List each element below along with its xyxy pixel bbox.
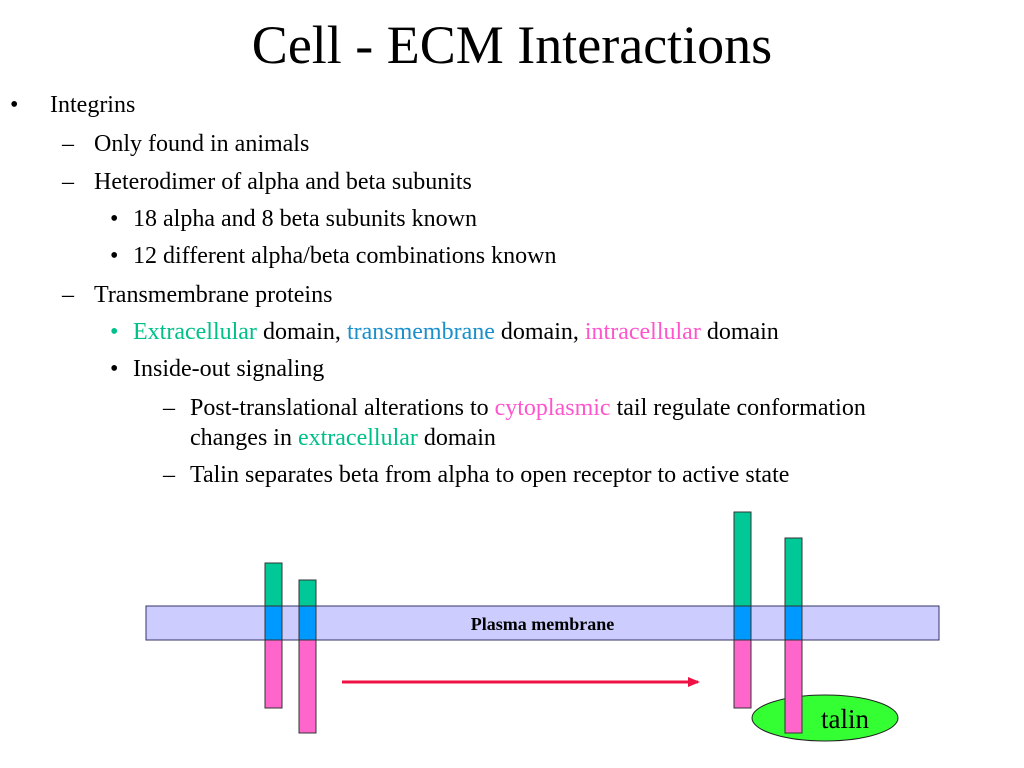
- text-domain: domain,: [494, 319, 585, 345]
- bullet-marker: •: [110, 243, 119, 269]
- term-transmembrane: transmembrane: [346, 319, 495, 345]
- integrin-left-a-intracellular: [264, 639, 283, 709]
- bullet-marker: •: [110, 206, 119, 232]
- integrin-right-a-extracellular: [733, 511, 752, 607]
- bullet-integrins: Integrins: [50, 92, 136, 118]
- bullet-only-animals: Only found in animals: [94, 131, 310, 157]
- bullet-marker: •: [10, 92, 19, 118]
- bullet-post-translational-1: Post-translational alterations to cytopl…: [190, 394, 866, 422]
- term-extracellular: Extracellular: [133, 319, 257, 345]
- dash-marker: –: [62, 131, 74, 157]
- text-domain: domain,: [256, 319, 347, 345]
- integrin-right-b-extracellular: [784, 537, 803, 607]
- bullet-subunits-known: 18 alpha and 8 beta subunits known: [133, 206, 477, 232]
- text-part: tail regulate conformation: [610, 395, 866, 421]
- plasma-membrane-label: Plasma membrane: [470, 614, 615, 634]
- bullet-transmembrane-proteins: Transmembrane proteins: [94, 282, 333, 308]
- bullet-inside-out: Inside-out signaling: [133, 356, 325, 382]
- text-part: Post-translational alterations to: [190, 395, 495, 421]
- text-domain: domain: [700, 319, 779, 345]
- dash-marker: –: [163, 395, 175, 421]
- bullet-heterodimer: Heterodimer of alpha and beta subunits: [94, 169, 472, 195]
- term-extracellular: extracellular: [297, 425, 418, 451]
- slide-title: Cell - ECM Interactions: [251, 15, 773, 75]
- integrin-left-a-extracellular: [264, 562, 283, 607]
- text-part: changes in: [190, 425, 298, 451]
- bullet-combinations: 12 different alpha/beta combinations kno…: [133, 243, 557, 269]
- term-cytoplasmic: cytoplasmic: [494, 395, 611, 421]
- bullet-domains: Extracellular domain, transmembrane doma…: [133, 318, 779, 346]
- integrin-left-b-intracellular: [298, 639, 317, 734]
- integrin-left-b-extracellular: [298, 579, 317, 607]
- bullet-marker: •: [110, 319, 119, 345]
- dash-marker: –: [163, 462, 175, 488]
- talin-label: talin: [821, 704, 869, 734]
- bullet-talin-separates: Talin separates beta from alpha to open …: [190, 462, 790, 488]
- integrin-right-b-intracellular: [784, 639, 803, 734]
- bullet-marker: •: [110, 356, 119, 382]
- text-part: domain: [417, 425, 496, 451]
- dash-marker: –: [62, 169, 74, 195]
- dash-marker: –: [62, 282, 74, 308]
- integrin-right-a-intracellular: [733, 639, 752, 709]
- term-intracellular: intracellular: [584, 319, 701, 345]
- bullet-post-translational-2: changes in extracellular domain: [190, 424, 496, 452]
